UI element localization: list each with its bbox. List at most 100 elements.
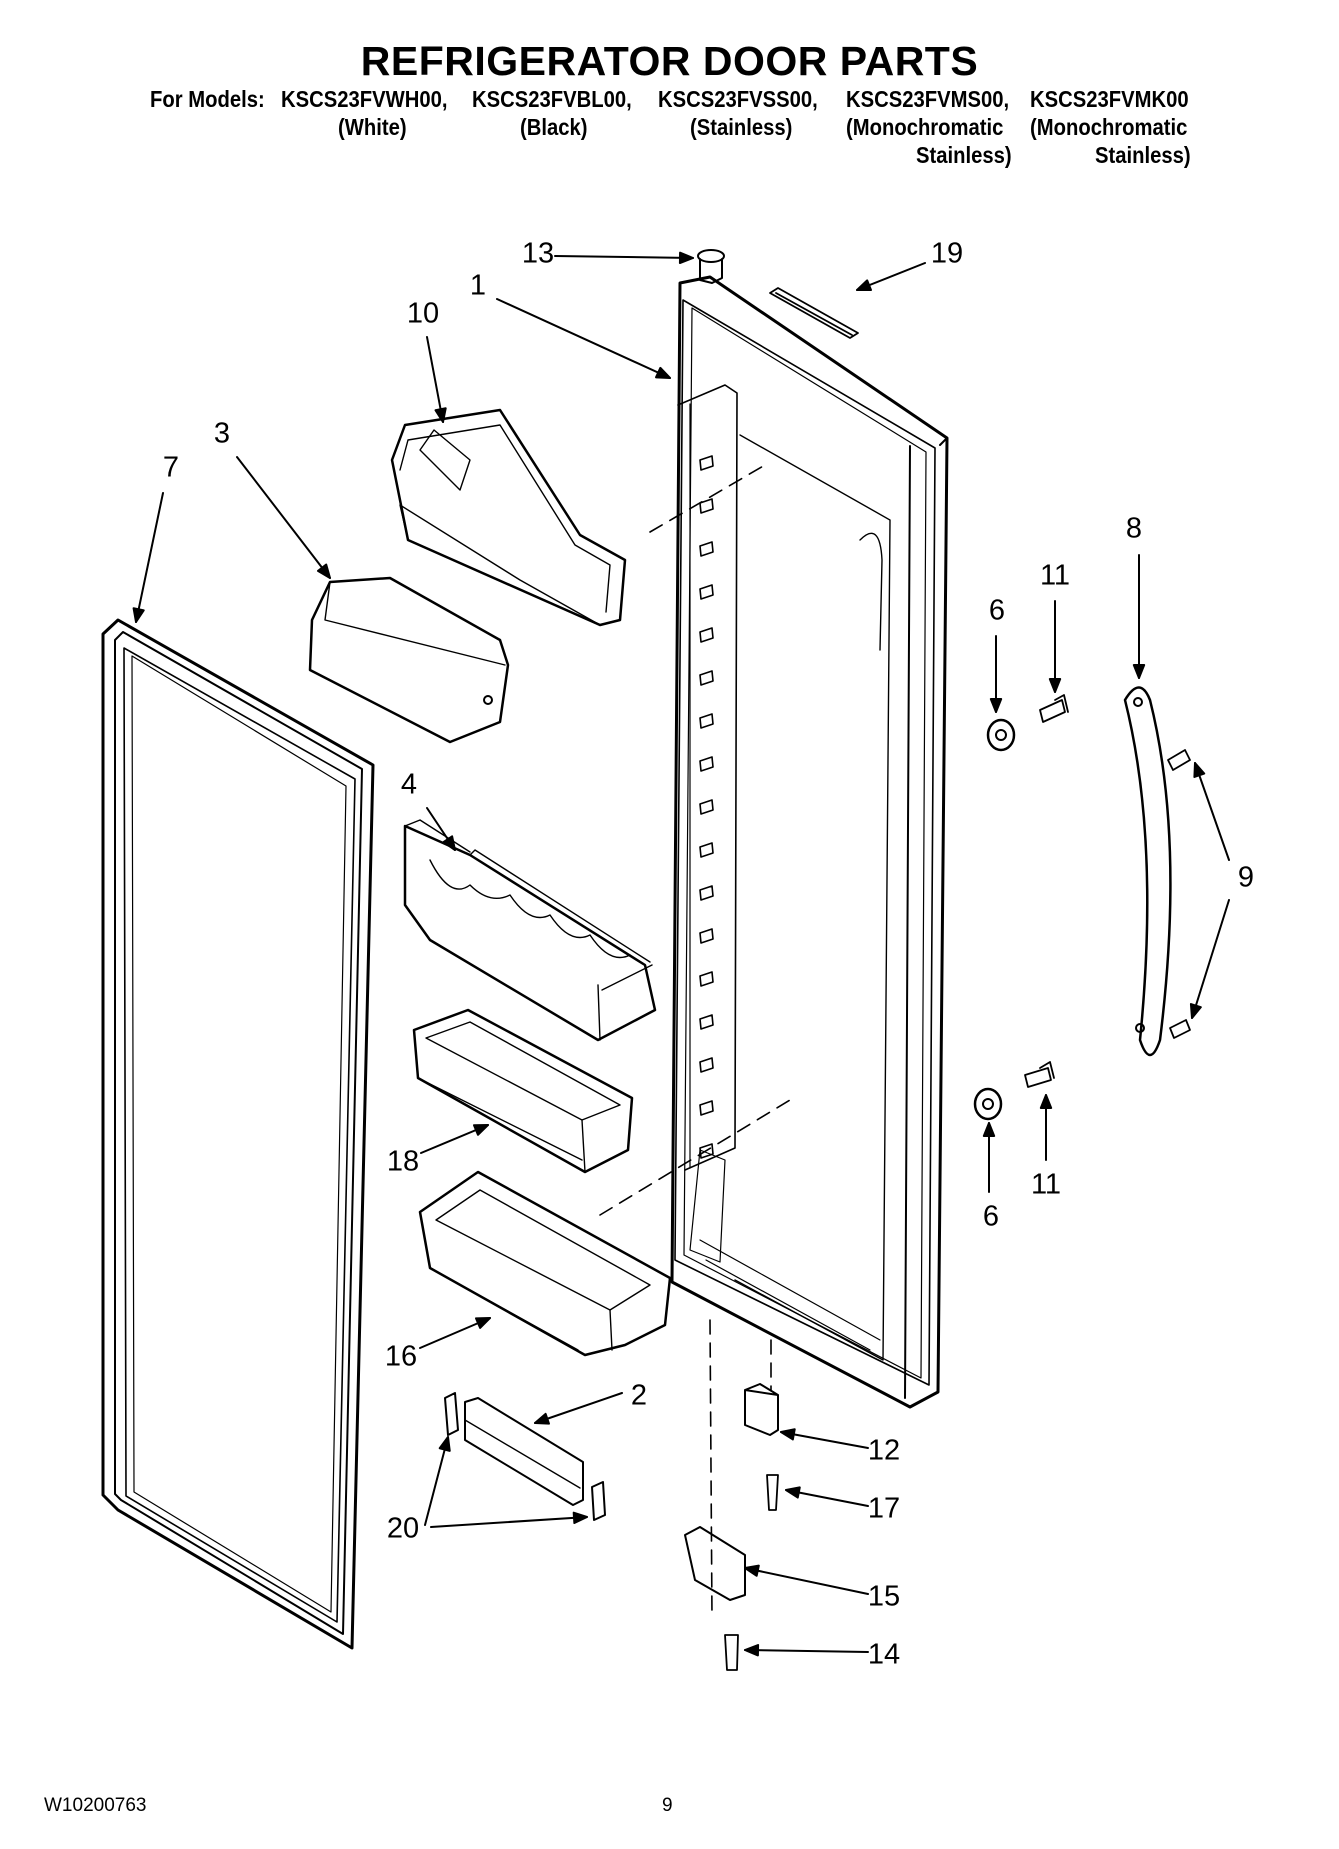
model-color: Stainless) [916,142,1012,168]
leader-line [496,298,671,379]
document-number: W10200763 [44,1795,147,1816]
trim-strip-part [464,1397,584,1506]
hinge-bracket-part [684,1526,746,1601]
page-title: REFRIGERATOR DOOR PARTS [360,38,979,84]
compartment-cover-part [308,576,510,744]
leader-line [534,1392,623,1424]
nameplate-part [769,287,859,339]
part-callout-number: 15 [868,1581,900,1613]
rail-slot [699,842,714,858]
part-callout-number: 1 [470,270,486,302]
rail-slot [699,713,714,729]
model-color: (Black) [520,114,588,140]
leader-arrowhead [780,1428,796,1441]
leader-arrowhead [1048,677,1062,693]
leader-line [1191,899,1230,1019]
leader-arrowhead [785,1486,801,1499]
leader-arrowhead [744,1644,760,1657]
handle-screw-part [1167,749,1191,771]
leader-arrowhead [1039,1094,1053,1109]
door-gasket-part [101,618,375,1650]
part-callout-number: 10 [407,298,439,330]
leader-line [1194,762,1230,861]
leader-line [744,1649,869,1653]
shelf-rail-slots [699,455,714,1159]
leader-arrowhead [744,1564,760,1577]
part-callout-number: 3 [214,418,230,450]
leader-arrowhead [442,835,456,851]
model-color: (White) [338,114,407,140]
rail-slot [699,799,714,815]
rail-slot [699,1057,714,1073]
assembly-line [649,464,766,533]
leader-arrowhead [132,607,145,623]
rail-slot [699,498,714,514]
rail-slot [699,670,714,686]
leader-arrowhead [655,366,671,379]
leader-arrowhead [473,1124,489,1136]
trim-clip-part [591,1481,606,1521]
leader-line [135,492,164,623]
rail-slot [699,885,714,901]
leader-line [236,456,331,579]
part-callout-number: 11 [1040,560,1070,592]
bottom-screw-part [724,1634,739,1671]
handle-bolt-part [1024,1061,1055,1088]
leader-line [554,255,694,259]
rail-slot [699,928,714,944]
model-number: KSCS23FVMK00 [1030,86,1189,112]
leader-arrowhead [989,697,1003,713]
page-number: 9 [662,1795,673,1816]
model-color: Stainless) [1095,142,1191,168]
model-color: (Monochromatic [846,114,1004,140]
egg-tray-part [403,819,657,1042]
leader-line [780,1431,869,1449]
part-callout-number: 19 [931,238,963,270]
leader-arrowhead [316,563,331,579]
part-callout-number: 17 [868,1493,900,1525]
models-prefix: For Models: [150,86,265,112]
part-callout-number: 2 [631,1380,647,1412]
door-liner-part [670,275,949,1409]
part-callout-number: 12 [868,1435,900,1467]
rail-slot [699,971,714,987]
part-callout-number: 4 [401,769,417,801]
part-callout-number: 6 [983,1201,999,1233]
model-number: KSCS23FVWH00, [281,86,448,112]
door-handle-part [1123,686,1172,1057]
rail-slot [699,1014,714,1030]
leader-arrowhead [982,1122,996,1137]
handle-spacer-part [986,718,1016,752]
hinge-screw-part [766,1474,779,1511]
part-callout-number: 8 [1126,513,1142,545]
part-callout-number: 7 [163,452,179,484]
part-callout-number: 14 [868,1639,900,1671]
rail-slot [699,627,714,643]
model-number: KSCS23FVBL00, [472,86,632,112]
part-callout-number: 16 [385,1341,417,1373]
hinge-pin-part [744,1383,779,1436]
trim-clip-part [444,1392,459,1436]
rail-slot [699,541,714,557]
leader-arrowhead [1132,663,1146,679]
model-color: (Stainless) [690,114,793,140]
part-callout-number: 20 [387,1513,419,1545]
handle-spacer-part [973,1087,1003,1121]
part-callout-number: 6 [989,595,1005,627]
leader-arrowhead [534,1412,550,1425]
assembly-line [599,1099,791,1216]
part-callout-number: 9 [1238,862,1254,894]
leader-arrowhead [475,1317,491,1329]
model-number: KSCS23FVSS00, [658,86,818,112]
part-callout-number: 18 [387,1146,419,1178]
door-bin-part [412,1008,634,1174]
dairy-compartment-part [390,408,627,627]
leader-arrowhead [856,279,872,292]
leader-line [744,1567,869,1595]
leader-arrowhead [678,251,694,265]
top-screw-part [697,249,725,284]
leader-arrowhead [438,1436,451,1452]
rail-slot [699,584,714,600]
rail-slot [699,455,714,471]
